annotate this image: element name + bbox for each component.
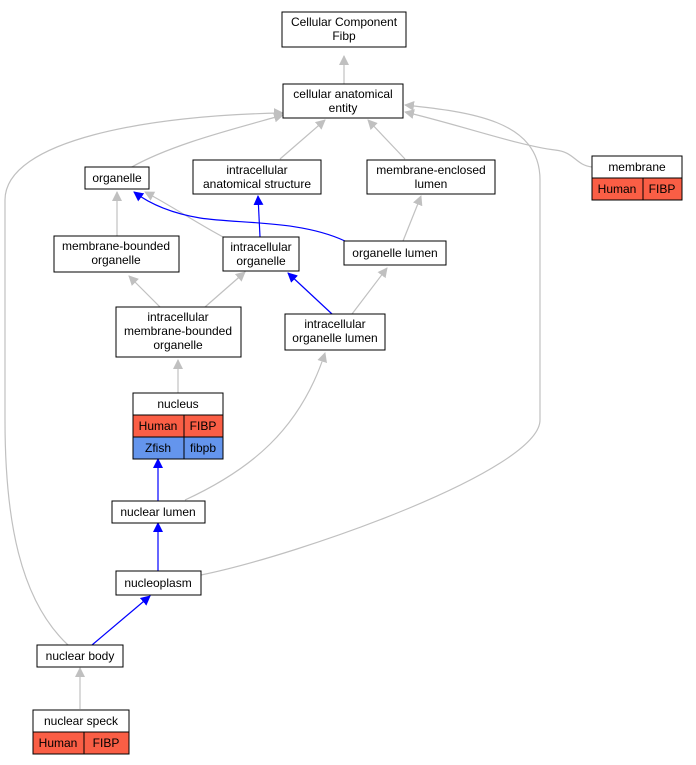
node-io-line1: intracellular xyxy=(230,240,291,254)
node-cae-line2: entity xyxy=(329,101,358,115)
edge-imbo-to-mbo xyxy=(128,275,161,308)
node-mbo-line2: organelle xyxy=(91,253,141,267)
node-np-label: nucleoplasm xyxy=(124,576,191,590)
node-ias-line2: anatomical structure xyxy=(203,177,311,191)
node-nuclear-speck[interactable]: nuclear speck Human FIBP xyxy=(32,709,130,755)
node-intracellular-organelle[interactable]: intracellular organelle xyxy=(222,236,300,272)
node-membrane-species: Human xyxy=(598,182,637,196)
edge-organelle-to-cae xyxy=(129,112,284,169)
node-membrane-bounded-organelle[interactable]: membrane-bounded organelle xyxy=(53,235,180,273)
node-membrane-title: membrane xyxy=(608,160,666,174)
node-nl-label: nuclear lumen xyxy=(120,505,195,519)
node-ns-title: nuclear speck xyxy=(44,714,119,728)
edge-ol-to-mel xyxy=(402,195,423,242)
node-membrane[interactable]: membrane Human FIBP xyxy=(591,155,683,201)
node-root[interactable]: Cellular Component Fibp xyxy=(281,11,407,48)
node-nuclear-body[interactable]: nuclear body xyxy=(36,644,124,668)
node-root-line1: Cellular Component xyxy=(291,15,398,29)
node-mel-line1: membrane-enclosed xyxy=(376,163,485,177)
node-root-line2: Fibp xyxy=(332,29,356,43)
edge-ias-to-cae xyxy=(279,119,326,160)
edge-nl-to-iol xyxy=(184,352,327,501)
node-ias-line1: intracellular xyxy=(226,163,287,177)
node-ns-gene: FIBP xyxy=(93,736,120,750)
edge-mel-to-cae xyxy=(367,119,406,160)
node-ns-species: Human xyxy=(39,736,78,750)
node-imbo-line3: organelle xyxy=(153,338,203,352)
node-nb-label: nuclear body xyxy=(46,649,115,663)
node-nucleoplasm[interactable]: nucleoplasm xyxy=(115,570,202,596)
node-iol-line2: organelle lumen xyxy=(292,331,377,345)
edge-np-to-cae xyxy=(200,100,541,576)
node-mel-line2: lumen xyxy=(415,177,448,191)
node-imbo-line1: intracellular xyxy=(147,310,208,324)
node-iol-line1: intracellular xyxy=(304,317,365,331)
node-nuclear-lumen[interactable]: nuclear lumen xyxy=(111,500,206,524)
node-organelle-lumen[interactable]: organelle lumen xyxy=(343,240,447,266)
node-organelle-label: organelle xyxy=(92,171,142,185)
node-organelle[interactable]: organelle xyxy=(84,166,150,190)
node-nucleus-row1-species: Human xyxy=(139,419,178,433)
edge-membrane-to-cae xyxy=(404,109,593,168)
edge-io-to-ias xyxy=(253,195,264,238)
node-intracellular-membrane-bounded-organelle[interactable]: intracellular membrane-bounded organelle xyxy=(115,306,242,358)
edge-nb-to-cae xyxy=(4,108,284,646)
node-cellular-anatomical-entity[interactable]: cellular anatomical entity xyxy=(282,83,404,119)
node-intracellular-anatomical-structure[interactable]: intracellular anatomical structure xyxy=(192,159,322,195)
node-nucleus-row1-gene: FIBP xyxy=(190,419,217,433)
node-nucleus[interactable]: nucleus Human FIBP Zfish fibpb xyxy=(132,392,224,460)
node-io-line2: organelle xyxy=(236,254,286,268)
node-ol-label: organelle lumen xyxy=(352,246,437,260)
edge-imbo-to-io xyxy=(204,271,246,308)
edge-iol-to-io xyxy=(287,272,333,315)
node-membrane-enclosed-lumen[interactable]: membrane-enclosed lumen xyxy=(366,159,496,195)
node-cae-line1: cellular anatomical xyxy=(293,87,392,101)
node-imbo-line2: membrane-bounded xyxy=(124,324,232,338)
node-nucleus-row2-gene: fibpb xyxy=(190,441,216,455)
edge-nb-to-np xyxy=(91,595,151,646)
node-nucleus-row2-species: Zfish xyxy=(145,441,171,455)
edge-ol-to-organelle xyxy=(133,191,346,242)
edge-iol-to-ol xyxy=(351,267,388,315)
node-intracellular-organelle-lumen[interactable]: intracellular organelle lumen xyxy=(284,313,386,351)
node-membrane-gene: FIBP xyxy=(649,182,676,196)
node-nucleus-title: nucleus xyxy=(157,397,198,411)
node-mbo-line1: membrane-bounded xyxy=(62,239,170,253)
